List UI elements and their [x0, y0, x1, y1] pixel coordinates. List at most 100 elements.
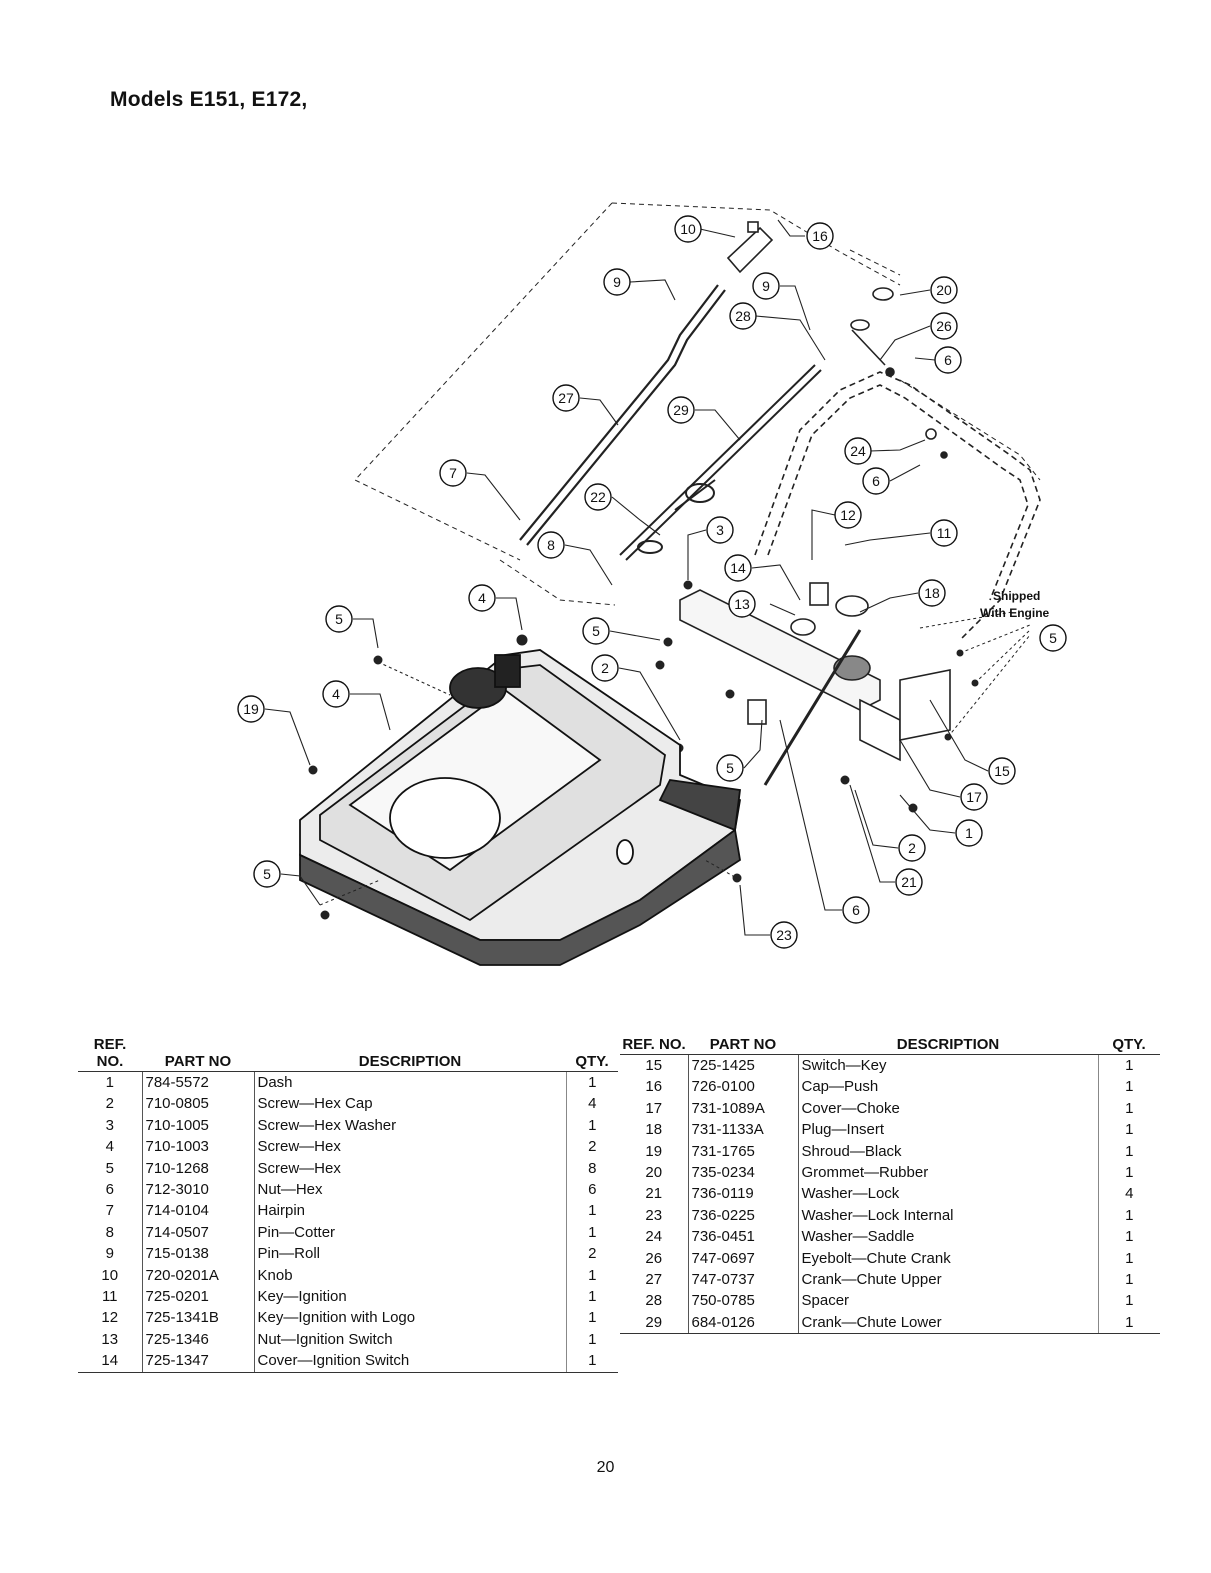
callout-circle: [325, 605, 353, 633]
ref-cell: 3: [105, 1116, 114, 1134]
qty-cell: 1: [1097, 1097, 1160, 1120]
description-cell: Washer—Lock Internal: [797, 1204, 1098, 1227]
callout-circle: [898, 834, 926, 862]
description-cell: Crank—Chute Upper: [797, 1269, 1098, 1291]
callout-number: 16: [812, 228, 828, 244]
callout-circle: [862, 467, 890, 495]
qty-cell: 6: [565, 1179, 618, 1201]
part-number-cell: 710-1003: [141, 1136, 254, 1158]
callout-number: 11: [937, 525, 952, 541]
ref-cell: 23: [645, 1206, 663, 1224]
qty-cell: 2: [565, 1243, 618, 1265]
description-cell: Knob: [253, 1264, 566, 1287]
description-cell: Screw—Hex Cap: [253, 1093, 566, 1115]
callout-bubble: 12: [834, 501, 862, 529]
callout-number: 4: [478, 590, 486, 606]
part-number-cell: 747-0697: [687, 1247, 798, 1270]
callout-number: 21: [901, 874, 917, 890]
part-number-cell: 747-0737: [687, 1269, 798, 1291]
shipped-note-line1: Shipped: [993, 589, 1040, 603]
callout-number: 5: [726, 760, 734, 776]
qty-cell: 4: [1097, 1183, 1160, 1205]
description-cell: Pin—Cotter: [253, 1221, 566, 1244]
part-number-cell: 710-1005: [141, 1114, 254, 1137]
part-number-cell: 735-0234: [687, 1162, 798, 1184]
callout-bubble: 23: [770, 921, 798, 949]
callout-circle: [468, 584, 496, 612]
ref-cell: 7: [105, 1202, 114, 1220]
part-number-cell: 736-0451: [687, 1226, 798, 1248]
description-cell: Dash: [253, 1071, 566, 1094]
callout-number: 5: [592, 623, 600, 639]
callout-number: 22: [590, 489, 606, 505]
part-number-cell: 725-1347: [141, 1350, 254, 1373]
callout-bubble: 18: [918, 579, 946, 607]
part-number-cell: 684-0126: [687, 1311, 798, 1335]
ref-cell: 28: [645, 1292, 663, 1310]
ref-cell: 4: [105, 1138, 114, 1156]
qty-cell: 4: [565, 1093, 618, 1115]
part-number-cell: 736-0225: [687, 1204, 798, 1227]
header-part: PART NO: [142, 1036, 254, 1072]
callout-number: 12: [840, 507, 856, 523]
ref-cell: 11: [101, 1288, 118, 1306]
callout-circle: [834, 501, 862, 529]
qty-cell: 2: [565, 1136, 618, 1158]
callout-number: 29: [673, 402, 689, 418]
callout-bubble: 3: [706, 516, 734, 544]
callout-bubble: 6: [934, 346, 962, 374]
callout-number: 20: [936, 282, 952, 298]
callout-bubble: 5: [582, 617, 610, 645]
ref-cell: 20: [645, 1164, 663, 1182]
ref-cell: 6: [105, 1181, 114, 1199]
callout-number: 23: [776, 927, 792, 943]
callout-number: 3: [716, 522, 724, 538]
callout-bubble: 5: [1039, 624, 1067, 652]
callout-bubble: 13: [728, 590, 756, 618]
qty-cell: 1: [1097, 1226, 1160, 1248]
callout-bubble: 10: [674, 215, 702, 243]
upper-crank-rod: [519, 284, 726, 546]
qty-cell: 1: [565, 1200, 618, 1222]
callout-number: 14: [730, 560, 746, 576]
callout-circle: [752, 272, 780, 300]
callout-circle: [729, 302, 757, 330]
header-description: DESCRIPTION: [798, 1036, 1098, 1055]
leader-lines: [264, 219, 989, 936]
description-cell: Plug—Insert: [797, 1119, 1098, 1141]
header-description: DESCRIPTION: [254, 1036, 566, 1072]
ref-cell: 5: [105, 1159, 114, 1177]
part-number-cell: 712-3010: [141, 1179, 254, 1201]
callout-circle: [806, 222, 834, 250]
description-cell: Screw—Hex: [253, 1157, 566, 1180]
callout-bubble: 2: [898, 834, 926, 862]
description-cell: Screw—Hex: [253, 1136, 566, 1158]
part-number-cell: 725-1341B: [141, 1307, 254, 1329]
qty-cell: 1: [565, 1264, 618, 1287]
callout-number: 9: [613, 274, 621, 290]
ref-cell: 18: [645, 1121, 663, 1139]
callout-number: 5: [263, 866, 271, 882]
callout-number: 17: [966, 789, 982, 805]
page-title: Models E151, E172,: [110, 88, 308, 111]
handle-outline: [754, 371, 1041, 641]
callout-circle: [591, 654, 619, 682]
lower-crank-rod: [619, 364, 822, 561]
qty-cell: 1: [1097, 1119, 1160, 1141]
callout-bubble: 4: [468, 584, 496, 612]
callout-circle: [439, 459, 467, 487]
dash-panel: [299, 649, 742, 966]
header-ref: REF. NO.: [78, 1036, 142, 1072]
